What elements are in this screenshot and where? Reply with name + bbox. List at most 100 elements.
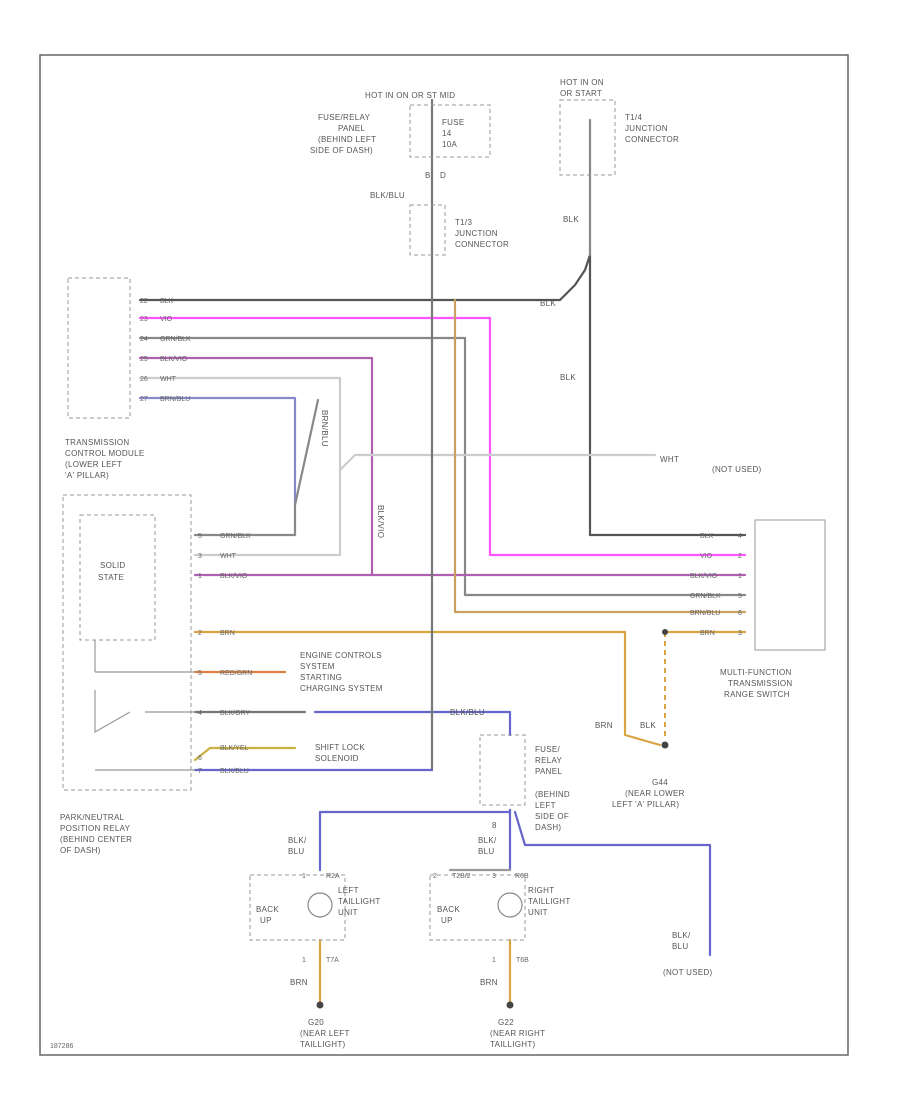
mf-color-4: GRN/BLK — [690, 593, 721, 600]
label-fuse: FUSE — [442, 118, 465, 127]
relay-pin-3: 1 — [198, 573, 202, 580]
tcm-pin-22: 22 — [140, 298, 148, 305]
label-blk-2: BLK — [540, 299, 556, 308]
label-t1-junction3: CONNECTOR — [455, 240, 509, 249]
label-right-pin2: 2 — [433, 873, 437, 880]
fuse-relay-panel-top — [409, 104, 491, 158]
label-fuse-relay-bot2: RELAY — [535, 756, 563, 765]
label-backup-left: BACK — [256, 905, 279, 914]
pnp-relay-box — [62, 494, 192, 791]
tcm-color-23: VIO — [160, 316, 173, 323]
ground-g44 — [661, 741, 669, 749]
label-right-pin1b: 1 — [492, 957, 496, 964]
tcm-pin-23: 23 — [140, 316, 148, 323]
relay-color-8: BLK/BLU — [220, 768, 249, 775]
label-left-tail: LEFT — [338, 886, 359, 895]
relay-pin-8: 7 — [198, 768, 202, 775]
relay-color-2: WHT — [220, 553, 237, 560]
label-blk-blu-2: BLK/BLU — [450, 708, 485, 717]
label-tcm4: 'A' PILLAR) — [65, 471, 109, 480]
tcm-pin-27: 27 — [140, 396, 148, 403]
tcm-color-27: BRN/BLU — [160, 396, 190, 403]
wire-grn-blk — [138, 336, 747, 597]
label-engine-ctrl3: STARTING — [300, 673, 342, 682]
left-taillight-box — [249, 874, 346, 941]
label-notused-blu: BLU — [672, 942, 688, 951]
label-fuse-relay-bot5: LEFT — [535, 801, 556, 810]
relay-color-7: BLK/YEL — [220, 745, 249, 752]
relay-pin-4: 2 — [198, 630, 202, 637]
t1-3-connector — [409, 204, 446, 256]
label-engine-ctrl: ENGINE CONTROLS — [300, 651, 382, 660]
label-t1-junction: T1/3 — [455, 218, 472, 227]
mf-pin-3: 1 — [738, 573, 742, 580]
label-mf-switch: MULTI-FUNCTION — [720, 668, 792, 677]
label-fuse-relay-bot4: (BEHIND — [535, 790, 570, 799]
label-pnp-relay3: (BEHIND CENTER — [60, 835, 132, 844]
label-fuse-relay-bot7: DASH) — [535, 823, 561, 832]
label-g20: G20 — [308, 1018, 324, 1027]
label-g44c: LEFT 'A' PILLAR) — [612, 800, 679, 809]
label-brn-left: BRN — [290, 978, 308, 987]
wire-brn-blu — [138, 396, 297, 507]
tcm-color-25: BLK/VIO — [160, 356, 188, 363]
label-left-blk-blu2: BLU — [288, 847, 304, 856]
label-left-pin1b: 1 — [302, 957, 306, 964]
relay-pin-2: 3 — [198, 553, 202, 560]
wire-relay-grn-blk — [193, 398, 320, 537]
mf-color-2: VIO — [700, 553, 713, 560]
tcm-pin-25: 25 — [140, 356, 148, 363]
label-g22b: (NEAR RIGHT — [490, 1029, 545, 1038]
label-g20b: (NEAR LEFT — [300, 1029, 350, 1038]
label-tcm: TRANSMISSION — [65, 438, 130, 447]
right-backup-bulb — [497, 892, 523, 918]
diagram-frame — [39, 54, 849, 1056]
right-taillight-box — [429, 874, 526, 941]
label-t1-junction2: JUNCTION — [455, 229, 498, 238]
label-mf-switch3: RANGE SWITCH — [724, 690, 790, 699]
wire-notused-blu — [513, 810, 712, 957]
wire-blk — [138, 253, 747, 537]
label-t1-4: T1/4 — [625, 113, 642, 122]
label-shift-lock2: SOLENOID — [315, 754, 359, 763]
label-pnp-relay: PARK/NEUTRAL — [60, 813, 125, 822]
label-fuse-relay-top: FUSE/RELAY — [318, 113, 371, 122]
wire-brn-blu-2 — [453, 298, 747, 614]
label-right-tail2: TAILLIGHT — [528, 897, 571, 906]
label-blk-1: BLK — [563, 215, 579, 224]
label-not-used-1: (NOT USED) — [712, 465, 762, 474]
mf-pin-1: 4 — [738, 533, 742, 540]
label-fuse-relay-top4: SIDE OF DASH) — [310, 146, 373, 155]
tcm-color-26: WHT — [160, 376, 177, 383]
solid-state-box — [79, 514, 156, 641]
wire-vio — [138, 316, 747, 557]
wire-brn — [193, 630, 662, 747]
relay-color-6: BLK/GRY — [220, 710, 251, 717]
label-r6b: R6B — [515, 873, 529, 880]
label-hot-top: HOT IN ON OR ST MID — [365, 91, 455, 100]
splice-mf — [662, 629, 668, 635]
relay-color-3: BLK/VIO — [220, 573, 248, 580]
t1-4-connector — [559, 99, 616, 176]
label-brn-right: BRN — [480, 978, 498, 987]
label-notused-blk: BLK/ — [672, 931, 691, 940]
label-fuse-relay-bot: FUSE/ — [535, 745, 561, 754]
label-solid-state2: STATE — [98, 573, 124, 582]
mf-color-3: BLK/VIO — [690, 573, 718, 580]
label-pnp-relay4: OF DASH) — [60, 846, 101, 855]
label-mf-switch2: TRANSMISSION — [728, 679, 793, 688]
ground-g22 — [506, 1001, 514, 1009]
label-hot-run2: OR START — [560, 89, 602, 98]
label-fuse-relay-top2: PANEL — [338, 124, 365, 133]
left-backup-bulb — [307, 892, 333, 918]
mf-switch-box — [754, 519, 826, 651]
relay-color-4: BRN — [220, 630, 235, 637]
label-solid-state: SOLID — [100, 561, 126, 570]
label-wht-nu: WHT — [660, 455, 679, 464]
label-blk-3: BLK — [560, 373, 576, 382]
tcm-pin-labels: 22 BLK 23 VIO 24 GRN/BLK 25 BLK/VIO 26 W… — [140, 298, 191, 403]
mf-color-5: BRN/BLU — [690, 610, 720, 617]
label-pnp-relay2: POSITION RELAY — [60, 824, 131, 833]
label-tcm2: CONTROL MODULE — [65, 449, 144, 458]
